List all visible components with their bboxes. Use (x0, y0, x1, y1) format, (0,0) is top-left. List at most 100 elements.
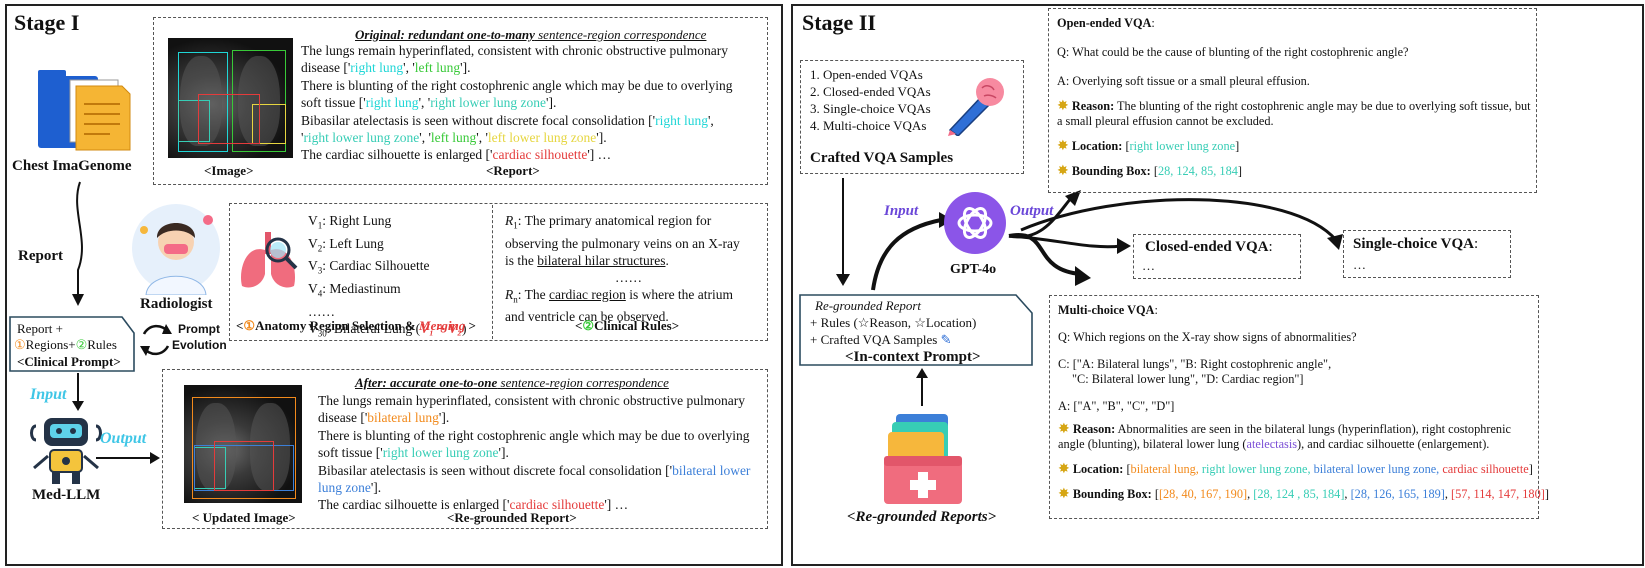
rules-caption: <②Clinical Rules> (575, 318, 680, 333)
star-icon: ✸ (1057, 164, 1069, 179)
star-icon: ✸ (1057, 99, 1069, 114)
star-icon: ✸ (1058, 487, 1070, 502)
anatomy-box (229, 203, 768, 341)
prompt-evolution-1: Prompt (178, 322, 220, 336)
brain-pen-icon (948, 78, 1004, 136)
incontext-prompt-box (799, 294, 1033, 366)
anatomy-item-v30: V30: Bilateral Lung (V₁ + V₂) (308, 320, 467, 339)
crafted-caption: Crafted VQA Samples (810, 150, 954, 166)
multi-vqa: Multi-choice VQA: Q: Which regions on th… (1058, 303, 1549, 502)
original-image-caption: <Image> (204, 163, 254, 178)
open-vqa-box (1048, 8, 1537, 193)
star-icon: ✸ (1058, 462, 1070, 477)
after-heading: After: accurate one-to-one sentence-regi… (355, 375, 669, 390)
bbox-value: [57, 114, 147, 180] (1451, 487, 1545, 501)
single-vqa-box (1343, 230, 1511, 278)
closed-vqa-body: … (1142, 258, 1155, 273)
radiologist-label: Radiologist (140, 296, 213, 312)
output-arrow (96, 452, 160, 464)
closed-vqa-title: Closed-ended VQA: (1145, 239, 1273, 255)
report-line: soft tissue ['right lower lung zone']. (318, 445, 509, 461)
original-report: The lungs remain hyperinflated, consiste… (301, 42, 733, 164)
report-line: disease ['bilateral lung']. (318, 410, 450, 426)
folder-icon (38, 70, 131, 151)
after-box (162, 369, 768, 529)
anatomy-caption: <①Anatomy Region Selection & Merging > (236, 318, 476, 333)
stage1-title: Stage I (14, 10, 80, 35)
bbox-value: [28, 124 , 85, 184] (1253, 487, 1345, 501)
gpt-icon (944, 192, 1006, 254)
prompt-box-line1: Report + (17, 321, 63, 336)
stage1-output-label: Output (100, 430, 147, 447)
radiologist-icon (132, 204, 220, 295)
open-vqa: Open-ended VQA: Q: What could be the cau… (1057, 16, 1531, 179)
updated-xray-image (184, 385, 302, 503)
multi-vqa-box (1049, 295, 1539, 519)
report-line: The cardiac silhouette is enlarged ['car… (318, 497, 629, 513)
report-arrow (72, 181, 84, 306)
reports-tray-icon (884, 414, 962, 504)
location-value: bilateral lower lung zone, (1313, 462, 1443, 476)
source-label: Chest ImaGenome (12, 158, 132, 174)
updated-image-caption: < Updated Image> (192, 510, 296, 525)
prompt-line1: Re-grounded Report (815, 298, 922, 313)
bbox-value: [28, 40, 167, 190] (1158, 487, 1248, 501)
crafted-list: 1. Open-ended VQAs 2. Closed-ended VQAs … (810, 67, 931, 133)
stage1-panel (5, 4, 783, 566)
original-xray-image (168, 38, 293, 158)
flow-arrows (836, 178, 1343, 291)
input-arrow (72, 373, 84, 411)
location-value: cardiac silhouette (1442, 462, 1529, 476)
lungs-icon (240, 232, 298, 288)
report-line: The lungs remain hyperinflated, consiste… (301, 43, 729, 58)
prompt-line2: + Rules (☆Reason, ☆Location) (810, 315, 977, 330)
anatomy-item: V1: Right Lung (308, 213, 392, 231)
regrounded-report: The lungs remain hyperinflated, consiste… (318, 392, 750, 514)
stage2-panel (791, 4, 1644, 566)
stage2-input-label: Input (884, 203, 919, 219)
report-line: The cardiac silhouette is enlarged ['car… (301, 147, 612, 163)
report-line: The lungs remain hyperinflated, consiste… (318, 393, 746, 408)
report-line: lung zone']. (318, 480, 382, 496)
original-heading: Original: redundant one-to-many sentence… (355, 27, 707, 42)
stage1-input-label: Input (30, 386, 67, 403)
anatomy-ellipsis: …… (308, 303, 335, 319)
stage2-title: Stage II (802, 10, 876, 35)
location-value: right lower lung zone, (1201, 462, 1314, 476)
prompt-evolution-2: Evolution (172, 338, 227, 352)
single-vqa-title: Single-choice VQA: (1353, 236, 1479, 252)
prompt-caption: <In-context Prompt> (845, 349, 981, 365)
star-icon: ✸ (1058, 422, 1070, 437)
up-arrow (916, 368, 928, 406)
prompt-box-line3: <Clinical Prompt> (17, 354, 121, 369)
crafted-box (800, 60, 1024, 174)
anatomy-item: V4: Mediastinum (308, 281, 401, 299)
rules-text: R1: The primary anatomical region for ob… (505, 213, 740, 325)
report-line: soft tissue ['right lung', 'right lower … (301, 95, 557, 111)
report-line: Bibasilar atelectasis is seen without di… (318, 462, 751, 478)
location-value: bilateral lung, (1130, 462, 1202, 476)
robot-icon (30, 418, 102, 484)
report-line: There is blunting of the right costophre… (301, 77, 733, 93)
single-vqa-body: … (1353, 257, 1366, 272)
model-label: Med-LLM (32, 487, 101, 503)
original-report-caption: <Report> (486, 163, 540, 178)
regrounded-report-caption: <Re-grounded Report> (447, 510, 577, 525)
anatomy-divider (492, 205, 493, 339)
original-box (153, 17, 768, 185)
prompt-line3: + Crafted VQA Samples ✎ (810, 332, 952, 347)
report-line: Bibasilar atelectasis is seen without di… (301, 112, 714, 128)
anatomy-item: V3: Cardiac Silhouette (308, 258, 430, 277)
anatomy-item: V2: Left Lung (308, 235, 384, 254)
report-line: 'right lower lung zone', 'left lung', 'l… (301, 130, 607, 146)
cycle-icon (140, 324, 172, 356)
star-icon: ✸ (1057, 139, 1069, 154)
prompt-box-line2: ①Regions+②Rules (14, 337, 117, 352)
closed-vqa-box (1133, 234, 1301, 279)
gpt-label: GPT-4o (950, 262, 997, 277)
stage2-output-label: Output (1010, 203, 1054, 219)
clinical-prompt-box (9, 316, 135, 372)
report-line: disease ['right lung', 'left lung']. (301, 60, 471, 76)
bbox-value: [28, 126, 165, 189] (1350, 487, 1445, 501)
